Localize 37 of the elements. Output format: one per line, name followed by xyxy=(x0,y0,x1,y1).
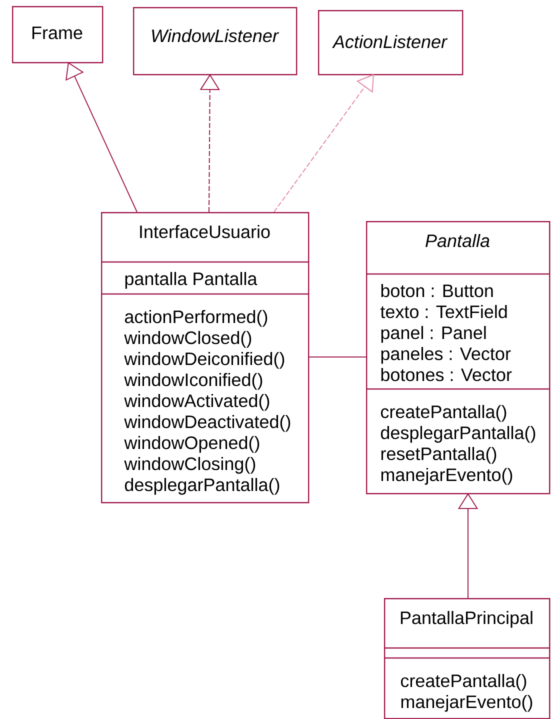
method: windowDeactivated() xyxy=(124,414,290,432)
method: windowDeiconified() xyxy=(124,352,284,369)
attribute: paneles : Vector xyxy=(381,346,511,364)
class-box xyxy=(133,7,298,76)
attribute: pantalla Pantalla xyxy=(125,272,258,289)
method: desplegarPantalla() xyxy=(380,426,536,443)
attribute: texto : TextField xyxy=(380,304,507,318)
inheritance-arrow xyxy=(200,74,220,212)
method: windowClosed() xyxy=(124,330,252,348)
method: createPantalla() xyxy=(400,674,526,691)
class-name: WindowListener xyxy=(152,28,280,42)
inheritance-arrow xyxy=(274,74,374,212)
method: windowActivated() xyxy=(124,394,270,411)
class-box xyxy=(366,221,550,494)
class-box xyxy=(12,6,104,64)
class-box xyxy=(318,10,464,76)
class-name: Pantalla xyxy=(426,234,490,248)
method: manejarEvento() xyxy=(401,694,532,712)
class-name: Frame xyxy=(32,26,82,40)
class-name: InterfaceUsuario xyxy=(140,224,270,238)
attribute: panel : Panel xyxy=(381,326,486,343)
class-name: PantallaPrincipal xyxy=(400,610,532,628)
attribute: botones : Vector xyxy=(381,368,512,382)
method: actionPerformed() xyxy=(124,310,268,327)
class-box xyxy=(101,212,310,504)
method: manejarEvento() xyxy=(381,468,512,485)
method: windowIconified() xyxy=(124,372,262,390)
association-line xyxy=(308,356,366,358)
attribute: boton : Button xyxy=(381,284,493,298)
method: createPantalla() xyxy=(380,404,506,422)
method: desplegarPantalla() xyxy=(124,478,280,495)
method: windowClosing() xyxy=(124,456,256,474)
inheritance-arrow xyxy=(66,62,138,212)
method: windowOpened() xyxy=(124,436,260,453)
class-box xyxy=(384,598,550,719)
class-name: ActionListener xyxy=(332,34,448,48)
method: resetPantalla() xyxy=(381,446,496,464)
